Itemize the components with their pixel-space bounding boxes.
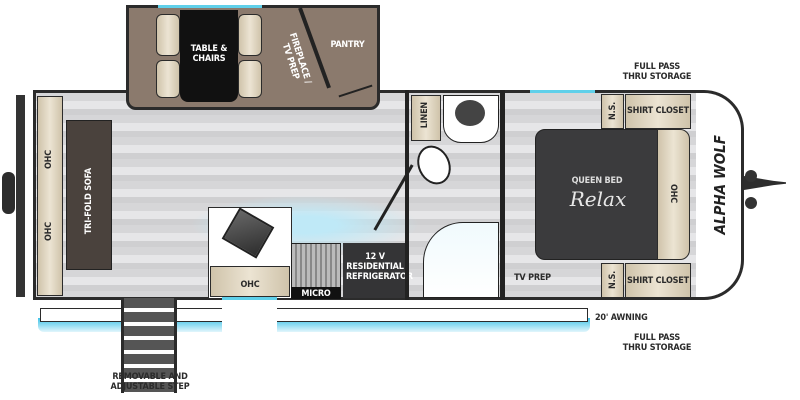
chair [156, 14, 180, 56]
door-opening [222, 305, 277, 340]
linen-label: LINEN [420, 102, 430, 129]
nightstand-top [601, 94, 624, 129]
bed-ohc [657, 129, 690, 260]
awning-label: 20' AWNING [595, 313, 648, 323]
ns-label-top: N.S. [608, 102, 618, 120]
ohc-label: OHC [44, 150, 54, 169]
shower [423, 222, 499, 298]
chair [238, 14, 262, 56]
sink-basin-icon [455, 100, 485, 126]
micro-label: MICRO [301, 289, 331, 299]
refrigerator [343, 243, 405, 298]
storage-label-top: FULL PASS THRU STORAGE [622, 62, 692, 82]
relax-logo: Relax [569, 187, 627, 211]
bath-wall [405, 90, 409, 300]
jack-wheel [745, 197, 757, 209]
jack-wheel [745, 170, 757, 182]
entry-step [121, 298, 177, 393]
linen-closet [411, 95, 441, 141]
shirt-closet-top [625, 94, 691, 129]
queen-bed [535, 129, 659, 260]
pantry-label: PANTRY [330, 40, 365, 50]
shirt-closet-label-bottom: SHIRT CLOSET [627, 276, 689, 286]
shirt-closet-bottom [625, 263, 691, 298]
alpha-wolf-logo: ALPHA WOLF [711, 135, 729, 235]
refrigerator-label: 12 V RESIDENTIAL REFRIGERATOR [346, 252, 413, 282]
stove [291, 243, 341, 288]
chair [238, 60, 262, 98]
window [222, 297, 277, 300]
sofa [66, 120, 112, 270]
micro-strip [291, 287, 341, 299]
step-label: REMOVABLE AND ADJUSTABLE STEP [110, 372, 190, 392]
nightstand-bottom [601, 263, 624, 298]
bath-wall [500, 90, 505, 300]
hitch-bar [16, 95, 25, 297]
storage-label-bottom: FULL PASS THRU STORAGE [622, 333, 692, 353]
spare-tire [2, 172, 15, 214]
ohc-bed-label: OHC [668, 184, 678, 203]
ohc-kitchen-label: OHC [240, 280, 260, 290]
window [530, 90, 595, 93]
awning [40, 308, 588, 322]
ohc-label: OHC [44, 222, 54, 241]
sofa-label: TRI-FOLD SOFA [84, 168, 94, 235]
sofa-back-ohc [37, 96, 63, 296]
dining-table [180, 10, 238, 102]
chair [156, 60, 180, 98]
table-chairs-label: TABLE & CHAIRS [190, 44, 228, 64]
kitchen-ohc [210, 266, 290, 297]
shirt-closet-label-top: SHIRT CLOSET [627, 106, 689, 116]
ns-label-bottom: N.S. [608, 271, 618, 289]
queen-bed-label: QUEEN BED [571, 176, 623, 186]
tv-prep-label: TV PREP [514, 273, 551, 283]
window [158, 5, 262, 8]
